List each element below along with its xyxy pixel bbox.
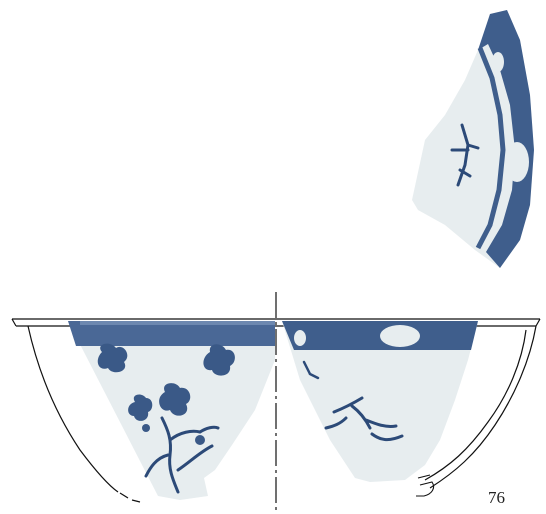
- interior-fragment-glaze: [282, 321, 478, 482]
- interior-reserve-1: [380, 325, 420, 347]
- base-sherd-band: [478, 10, 534, 268]
- leaf-motif-3: [159, 383, 191, 416]
- interior-brush-motif: [324, 396, 404, 442]
- exterior-fragment: [68, 321, 275, 500]
- base-sherd-reserve-1: [505, 142, 529, 182]
- leaf-motif-4: [128, 394, 153, 421]
- bud-1: [195, 435, 205, 445]
- leaf-motif-1: [97, 343, 128, 373]
- exterior-band: [68, 321, 275, 346]
- bud-2: [142, 424, 150, 432]
- interior-reserve-2: [294, 330, 306, 346]
- rim-line: [11, 318, 541, 327]
- base-sherd-inner-line: [475, 47, 506, 250]
- base-sherd: [412, 10, 534, 268]
- interior-sprig: [302, 360, 320, 380]
- left-profile: [27, 325, 119, 493]
- interior-band: [282, 321, 478, 350]
- leaf-motif-2: [203, 344, 235, 376]
- right-profile-outer: [429, 325, 537, 489]
- branch-motif: [144, 416, 220, 494]
- foot-ring-sketch: [416, 474, 435, 497]
- left-profile-foot-dash: [119, 492, 141, 503]
- base-sherd-brush-motif: [450, 123, 480, 187]
- base-sherd-reserve-2: [492, 52, 504, 72]
- catalog-number: 76: [488, 488, 505, 507]
- exterior-band-stripe: [80, 321, 275, 325]
- interior-fragment: [282, 321, 478, 482]
- right-profile-inner: [424, 329, 527, 481]
